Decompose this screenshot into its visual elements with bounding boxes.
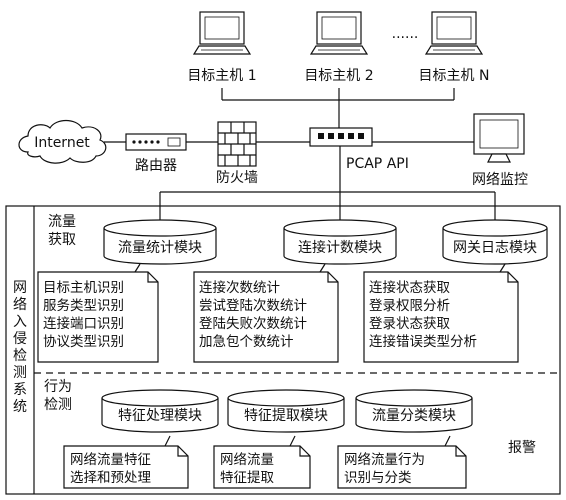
hosts-ellipsis: ...... <box>392 26 419 42</box>
note-traffic-classification-1: 网络流量行为 <box>344 452 425 468</box>
module-traffic-stats: 流量统计模块 <box>103 219 217 265</box>
note-feature-extraction: 网络流量 特征提取 <box>213 435 311 489</box>
internet-label: Internet <box>34 135 90 151</box>
module-feature-processing-label: 特征处理模块 <box>118 408 202 424</box>
note-connection-count-4: 加急包个数统计 <box>199 334 294 350</box>
note-feature-processing-2: 选择和预处理 <box>70 470 151 486</box>
note-traffic-classification-2: 识别与分类 <box>344 470 412 486</box>
note-traffic-stats: 目标主机识别 服务类型识别 连接端口识别 协议类型识别 <box>37 263 159 363</box>
module-gateway-log: 网关日志模块 <box>442 219 548 265</box>
module-feature-extraction: 特征提取模块 <box>227 389 345 433</box>
note-connection-count-2: 尝试登陆次数统计 <box>199 298 307 314</box>
note-gateway-log-4: 连接错误类型分析 <box>369 333 477 350</box>
module-connection-count: 连接计数模块 <box>283 219 397 265</box>
router-label: 路由器 <box>135 158 177 174</box>
system-title-5: 检 <box>13 348 27 364</box>
note-gateway-log-2: 登录权限分析 <box>369 297 450 314</box>
note-gateway-log: 连接状态获取 登录权限分析 登录状态获取 连接错误类型分析 <box>363 263 519 363</box>
acquisition-bus <box>159 191 496 222</box>
module-connection-count-label: 连接计数模块 <box>298 239 382 256</box>
note-traffic-stats-1: 目标主机识别 <box>43 280 124 296</box>
host-2: 目标主机 2 <box>304 11 374 84</box>
section-detection-1: 行为 <box>44 379 72 395</box>
note-traffic-stats-4: 协议类型识别 <box>43 334 124 350</box>
pcap-label: PCAP API <box>346 156 409 172</box>
section-acquisition-1: 流量 <box>48 214 76 230</box>
note-connection-count-1: 连接次数统计 <box>199 279 280 296</box>
alarm-label: 报警 <box>508 440 536 456</box>
firewall-label: 防火墙 <box>216 170 258 186</box>
note-traffic-classification: 网络流量行为 识别与分类 <box>337 435 467 489</box>
section-acquisition-2: 获取 <box>48 232 76 248</box>
host-2-label: 目标主机 2 <box>304 68 373 84</box>
note-feature-extraction-1: 网络流量 <box>220 452 274 468</box>
host-1: 目标主机 1 <box>187 11 257 84</box>
system-title-6: 测 <box>13 365 27 381</box>
monitor-icon <box>473 113 525 163</box>
module-gateway-log-label: 网关日志模块 <box>453 240 537 256</box>
host-1-label: 目标主机 1 <box>187 68 256 84</box>
note-gateway-log-1: 连接状态获取 <box>369 279 450 296</box>
note-gateway-log-3: 登录状态获取 <box>369 316 450 332</box>
note-feature-extraction-2: 特征提取 <box>220 470 274 486</box>
firewall-icon <box>217 121 257 167</box>
system-title-3: 入 <box>13 314 27 330</box>
internet-cloud: Internet <box>18 119 107 164</box>
system-title-4: 侵 <box>13 330 27 347</box>
note-traffic-stats-2: 服务类型识别 <box>43 298 124 314</box>
host-bus <box>221 88 455 128</box>
note-feature-processing: 网络流量特征 选择和预处理 <box>63 435 189 489</box>
note-feature-processing-1: 网络流量特征 <box>70 452 151 468</box>
switch-icon <box>309 127 373 147</box>
module-feature-extraction-label: 特征提取模块 <box>244 408 328 424</box>
section-detection-2: 检测 <box>44 397 72 413</box>
computer-icon <box>309 11 369 55</box>
module-traffic-classification: 流量分类模块 <box>355 389 473 433</box>
router-icon <box>125 133 187 151</box>
module-traffic-classification-label: 流量分类模块 <box>372 408 456 424</box>
module-feature-processing: 特征处理模块 <box>101 389 219 433</box>
monitor-label: 网络监控 <box>472 172 528 188</box>
system-title-7: 系 <box>13 382 27 398</box>
host-n-label: 目标主机 N <box>419 68 490 84</box>
computer-icon <box>424 11 484 55</box>
note-traffic-stats-3: 连接端口识别 <box>43 315 124 332</box>
computer-icon <box>192 11 252 55</box>
module-traffic-stats-label: 流量统计模块 <box>118 240 202 256</box>
system-title-8: 统 <box>13 399 27 415</box>
system-title-2: 络 <box>13 297 27 313</box>
note-connection-count-3: 登陆失败次数统计 <box>199 316 307 332</box>
system-title-1: 网 <box>13 280 27 296</box>
note-connection-count: 连接次数统计 尝试登陆次数统计 登陆失败次数统计 加急包个数统计 <box>193 263 339 363</box>
host-n: 目标主机 N <box>419 11 490 84</box>
